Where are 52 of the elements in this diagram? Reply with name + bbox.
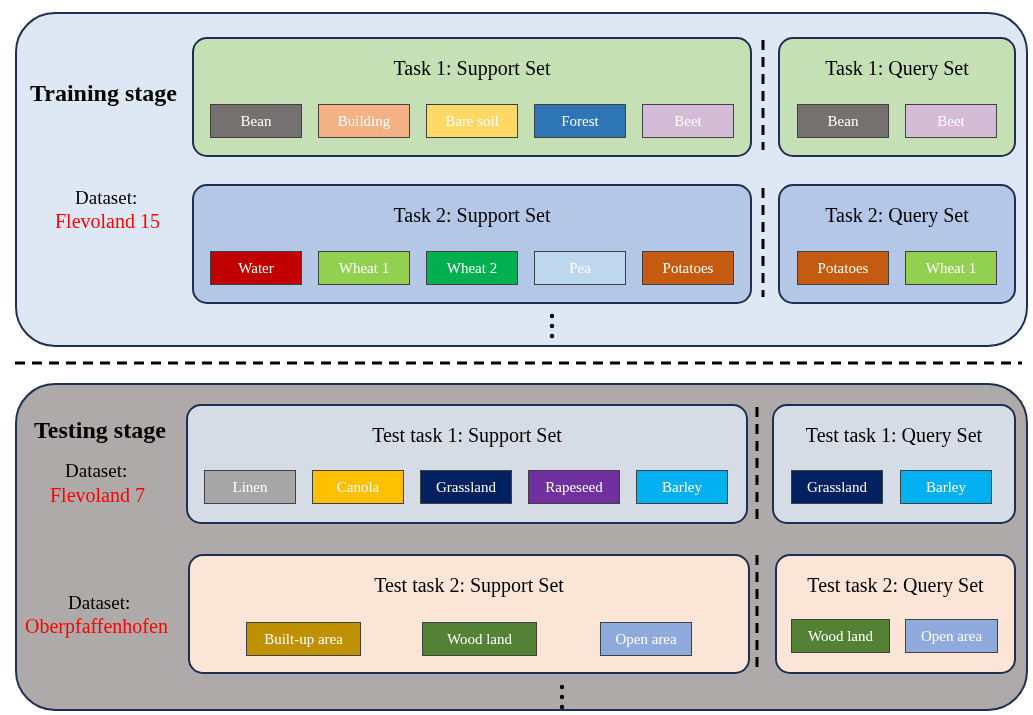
dataset-name: Flevoland 7 xyxy=(50,484,145,507)
class-label: Canola xyxy=(312,470,404,504)
dataset-label: Dataset: xyxy=(65,460,128,482)
task-set-panel xyxy=(778,37,1016,157)
class-label: Barley xyxy=(900,470,992,504)
class-label: Bean xyxy=(797,104,889,138)
task-set-panel xyxy=(186,404,748,524)
class-label: Grassland xyxy=(420,470,512,504)
class-label: Wheat 1 xyxy=(905,251,997,285)
set-title: Test task 1: Support Set xyxy=(371,424,563,447)
stage-panel xyxy=(15,12,1028,347)
class-label: Rapeseed xyxy=(528,470,620,504)
task-set-panel xyxy=(192,37,752,157)
class-label: Wood land xyxy=(791,619,890,653)
class-label: Barley xyxy=(636,470,728,504)
set-title: Task 2: Support Set xyxy=(392,204,552,227)
set-title: Test task 2: Query Set xyxy=(806,574,985,597)
class-label: Beet xyxy=(642,104,734,138)
task-set-panel xyxy=(188,554,750,674)
stage-title: Testing stage xyxy=(34,417,166,444)
dataset-label: Dataset: xyxy=(75,187,138,209)
class-label: Beet xyxy=(905,104,997,138)
class-label: Grassland xyxy=(791,470,883,504)
class-label: Potatoes xyxy=(642,251,734,285)
task-set-panel xyxy=(192,184,752,304)
class-label: Bare soil xyxy=(426,104,518,138)
class-label: Open area xyxy=(905,619,998,653)
set-title: Task 1: Support Set xyxy=(392,57,552,80)
dataset-name: Flevoland 15 xyxy=(55,210,160,233)
class-label: Wheat 1 xyxy=(318,251,410,285)
class-label: Building xyxy=(318,104,410,138)
class-label: Water xyxy=(210,251,302,285)
task-set-panel xyxy=(778,184,1016,304)
dataset-label: Dataset: xyxy=(68,592,131,614)
class-label: Wood land xyxy=(422,622,537,656)
class-label: Wheat 2 xyxy=(426,251,518,285)
class-label: Pea xyxy=(534,251,626,285)
set-title: Test task 1: Query Set xyxy=(804,424,984,447)
set-title: Test task 2: Support Set xyxy=(373,574,565,597)
task-set-panel xyxy=(775,554,1016,674)
stage-title: Training stage xyxy=(30,80,177,107)
class-label: Potatoes xyxy=(797,251,889,285)
set-title: Task 1: Query Set xyxy=(824,57,970,80)
stage-panel xyxy=(15,383,1028,711)
set-title: Task 2: Query Set xyxy=(824,204,970,227)
class-label: Built-up area xyxy=(246,622,361,656)
dataset-name: Oberpfaffenhofen xyxy=(25,615,168,638)
task-set-panel xyxy=(772,404,1016,524)
class-label: Linen xyxy=(204,470,296,504)
class-label: Open area xyxy=(600,622,692,656)
class-label: Bean xyxy=(210,104,302,138)
class-label: Forest xyxy=(534,104,626,138)
